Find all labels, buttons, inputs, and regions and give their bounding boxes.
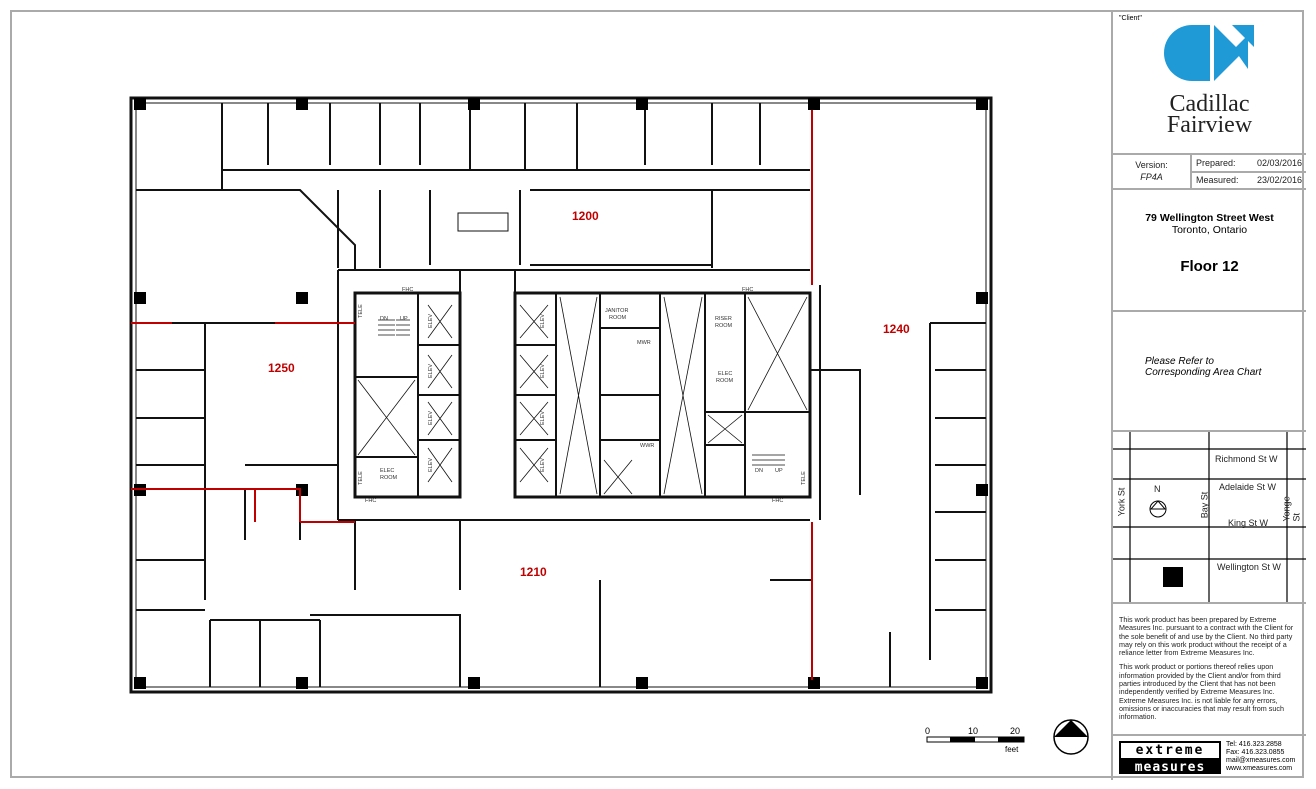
wwr-label: WWR: [640, 443, 654, 449]
stair-up-label: UP: [400, 316, 408, 322]
elevator-label: ELEV: [428, 458, 434, 472]
elec-room-label: ELEC: [718, 371, 732, 377]
suite-boundaries: [131, 110, 813, 680]
tele-label: TELE: [358, 304, 364, 318]
elevator-label: ELEV: [428, 411, 434, 425]
elec-room-label: ROOM: [380, 475, 398, 481]
elevator-label: ELEV: [540, 364, 546, 378]
scale-unit: feet: [1005, 745, 1019, 754]
elevator-label: ELEV: [540, 458, 546, 472]
client-name: Cadillac: [1169, 91, 1250, 117]
street-label: Yonge St: [1281, 496, 1302, 522]
disclaimer-text: This work product has been prepared by E…: [1119, 615, 1294, 658]
stair-dn-label: DN: [380, 316, 388, 322]
fax: Fax: 416.323.0855: [1226, 749, 1285, 756]
elevator-label: ELEV: [428, 314, 434, 328]
measured-date: 23/02/2016: [1256, 175, 1302, 185]
note-line: Corresponding Area Chart: [1145, 367, 1262, 378]
suite-1240-label: 1240: [883, 322, 910, 336]
scale-tick: 10: [968, 726, 978, 736]
note-section: Please Refer to Corresponding Area Chart: [1113, 312, 1306, 432]
version-value: FP4A: [1140, 172, 1163, 182]
tele-label: TELE: [358, 471, 364, 485]
stair-dn-label: DN: [755, 468, 763, 474]
disclaimer-text: This work product or portions thereof re…: [1119, 662, 1284, 722]
note-line: Please Refer to: [1145, 356, 1214, 367]
floor-plan: 1200 1250 1240 1210 FHC FHC FHC FHC DN U…: [129, 96, 1089, 755]
version-section: Version: FP4A Prepared: 02/03/2016 Measu…: [1113, 155, 1306, 190]
street-label: Wellington St W: [1217, 562, 1281, 572]
measured-label: Measured:: [1196, 175, 1239, 185]
suite-1210-label: 1210: [520, 565, 547, 579]
building-outline: [129, 96, 993, 694]
street-label: Richmond St W: [1215, 454, 1278, 464]
elevator-label: ELEV: [540, 314, 546, 328]
website-link[interactable]: www.xmeasures.com: [1226, 765, 1293, 772]
email-link[interactable]: mail@xmeasures.com: [1226, 757, 1296, 764]
columns: [134, 98, 988, 689]
floor-label: Floor 12: [1180, 258, 1239, 275]
title-block: "Client" Cadillac Fairview Version: FP4A…: [1111, 10, 1306, 780]
client-section: "Client" Cadillac Fairview: [1113, 10, 1306, 155]
janitor-room-label: JANITOR: [605, 308, 628, 314]
phone: Tel: 416.323.2858: [1226, 741, 1282, 748]
client-label: "Client": [1119, 15, 1142, 22]
tele-label: TELE: [801, 471, 807, 485]
north-arrow-icon: [1053, 719, 1089, 755]
street-label: King St W: [1228, 518, 1269, 528]
prepared-label: Prepared:: [1196, 158, 1236, 168]
elec-room-label: ROOM: [716, 378, 734, 384]
disclaimer-section: This work product has been prepared by E…: [1113, 604, 1306, 736]
fhc-label: FHC: [402, 287, 413, 293]
north-label: N: [1154, 484, 1161, 494]
client-name: Fairview: [1166, 112, 1253, 138]
sheet-border: [10, 10, 1304, 778]
scale-tick: 20: [1010, 726, 1020, 736]
elevator-label: ELEV: [428, 364, 434, 378]
street-label: Bay St: [1199, 491, 1210, 519]
janitor-room-label: ROOM: [609, 315, 627, 321]
scale-tick: 0: [925, 726, 930, 736]
walls: [129, 96, 993, 694]
address-line2: Toronto, Ontario: [1171, 224, 1248, 236]
scale-bar: 0 10 20 feet: [925, 726, 1025, 754]
version-label: Version:: [1135, 160, 1168, 170]
fhc-label: FHC: [772, 498, 783, 504]
company-footer: extreme measures Tel: 416.323.2858 Fax: …: [1113, 738, 1306, 778]
mwr-label: MWR: [637, 340, 651, 346]
riser-room-label: ROOM: [715, 323, 733, 329]
riser-room-label: RISER: [715, 316, 732, 322]
elec-room-label: ELEC: [380, 468, 394, 474]
extreme-measures-logo: extreme measures: [1119, 741, 1221, 775]
building-location-marker: [1163, 567, 1183, 587]
street-label: Adelaide St W: [1219, 482, 1277, 492]
street-label: York St: [1116, 487, 1127, 517]
stair-up-label: UP: [775, 468, 783, 474]
fhc-label: FHC: [365, 498, 376, 504]
suite-1250-label: 1250: [268, 361, 295, 375]
address-line1: 79 Wellington Street West: [1145, 212, 1274, 224]
client-logo-icon: [1164, 25, 1254, 81]
suite-1200-label: 1200: [572, 209, 599, 223]
address-section: 79 Wellington Street West Toronto, Ontar…: [1113, 190, 1306, 312]
elevator-label: ELEV: [540, 411, 546, 425]
prepared-date: 02/03/2016: [1256, 158, 1302, 168]
key-map: Richmond St W Adelaide St W King St W We…: [1113, 432, 1306, 604]
fhc-label: FHC: [742, 287, 753, 293]
